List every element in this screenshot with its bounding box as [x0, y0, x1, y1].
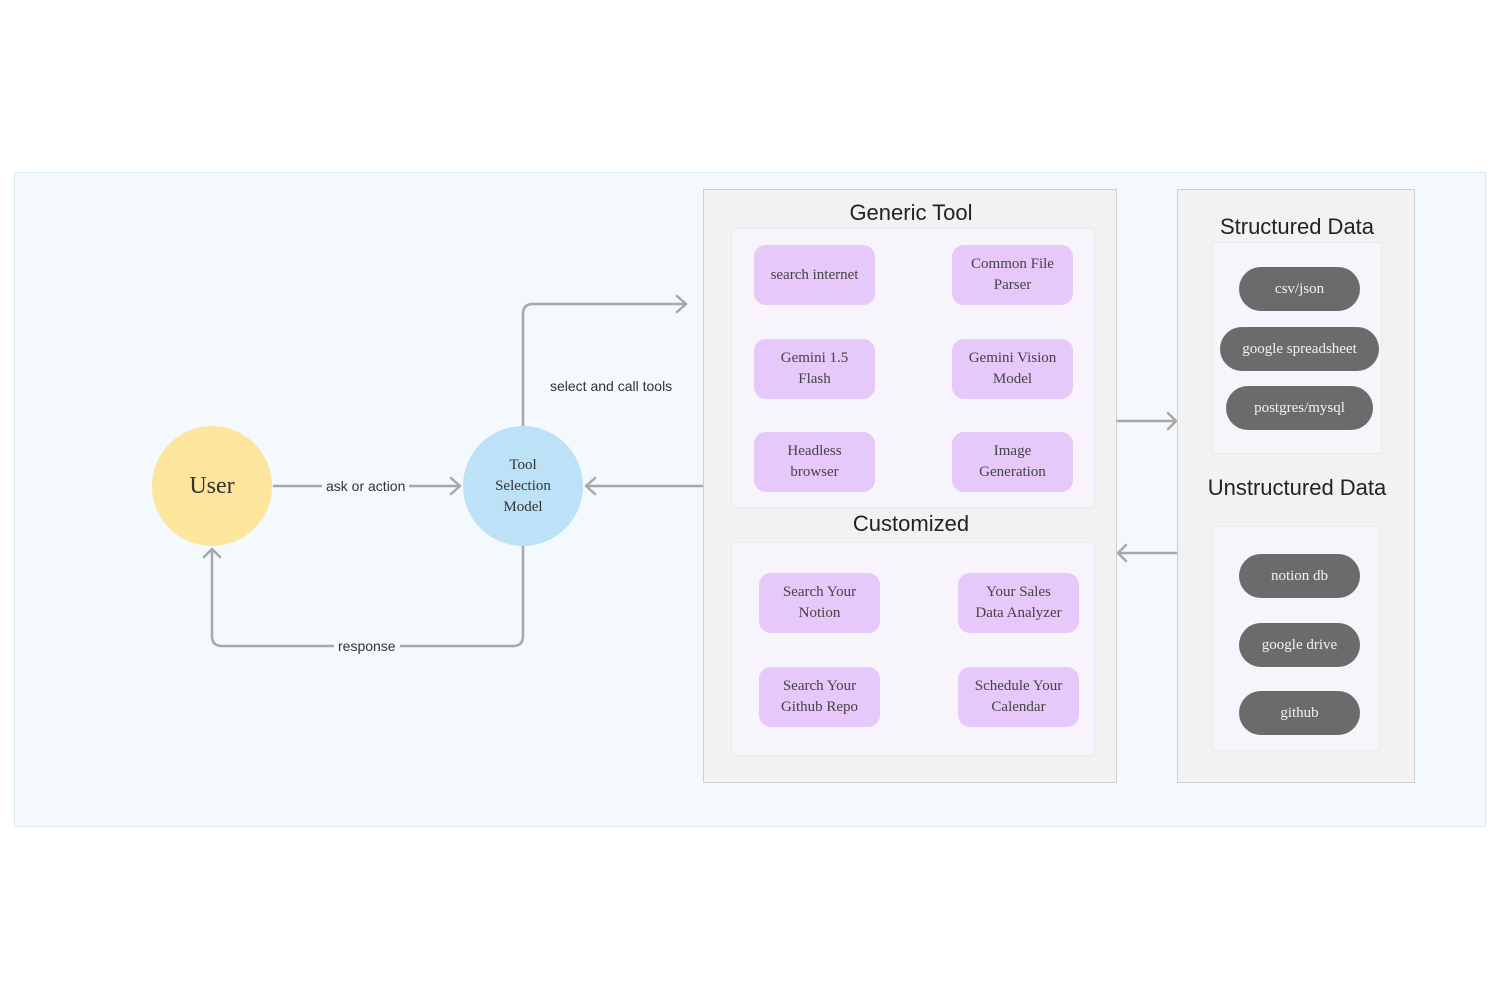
arrowhead-response — [202, 547, 222, 559]
tool-item: Gemini 1.5 Flash — [754, 339, 875, 399]
tool-selection-model-node: Tool Selection Model — [463, 426, 583, 546]
arrow-response — [210, 544, 525, 648]
arrowhead-model-to-tools — [675, 294, 688, 314]
structured-data-title: Structured Data — [1219, 214, 1375, 239]
tool-item: Your Sales Data Analyzer — [958, 573, 1079, 633]
customized-group: Search Your Notion Your Sales Data Analy… — [731, 542, 1095, 756]
edge-label-ask: ask or action — [322, 478, 410, 494]
data-source-item: csv/json — [1239, 267, 1360, 311]
customized-title: Customized — [852, 511, 970, 536]
tools-panel: Generic Tool search internet Common File… — [703, 189, 1117, 783]
tool-item: Search Your Github Repo — [759, 667, 880, 727]
unstructured-data-title: Unstructured Data — [1207, 475, 1387, 500]
tool-item: Search Your Notion — [759, 573, 880, 633]
edge-label-select: select and call tools — [550, 378, 673, 394]
data-source-item: google spreadsheet — [1220, 327, 1379, 371]
tool-item: Headless browser — [754, 432, 875, 492]
data-source-item: google drive — [1239, 623, 1360, 667]
tool-item: Common File Parser — [952, 245, 1073, 305]
user-node: User — [152, 426, 272, 546]
structured-data-group: csv/json google spreadsheet postgres/mys… — [1212, 242, 1382, 454]
data-source-item: notion db — [1239, 554, 1360, 598]
tool-item: search internet — [754, 245, 875, 305]
tool-item: Schedule Your Calendar — [958, 667, 1079, 727]
arrowhead-tools-to-model — [584, 476, 597, 496]
generic-tool-group: search internet Common File Parser Gemin… — [731, 228, 1095, 508]
arrowhead-tools-to-data — [1166, 411, 1178, 431]
data-source-item: github — [1239, 691, 1360, 735]
unstructured-data-group: notion db google drive github — [1212, 526, 1380, 751]
arrowhead-data-to-tools — [1116, 543, 1128, 563]
arrowhead-user-to-model — [449, 476, 462, 496]
user-label: User — [189, 472, 235, 499]
tool-item: Gemini Vision Model — [952, 339, 1073, 399]
data-source-item: postgres/mysql — [1226, 386, 1373, 430]
edge-label-response: response — [334, 638, 400, 654]
arrow-model-to-tools — [521, 302, 688, 428]
tool-item: Image Generation — [952, 432, 1073, 492]
generic-tool-title: Generic Tool — [849, 200, 973, 225]
data-panel: Structured Data csv/json google spreadsh… — [1177, 189, 1415, 783]
tool-selection-model-label: Tool Selection Model — [495, 456, 551, 515]
